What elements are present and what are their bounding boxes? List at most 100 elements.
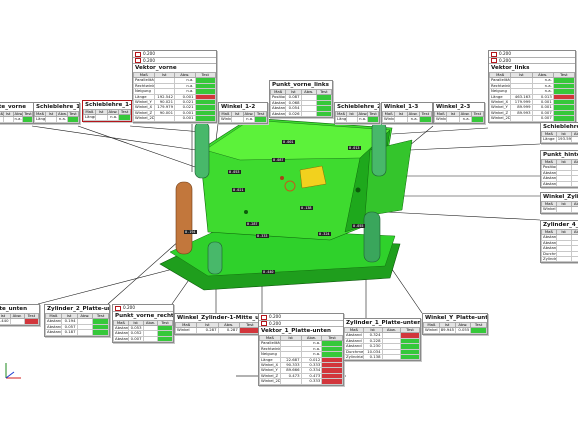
row-actual xyxy=(510,115,533,122)
column-header-test: Test xyxy=(67,110,79,118)
row-deviation: n.a. xyxy=(356,116,369,123)
table-row: Abstand 3D0.053 xyxy=(113,324,173,332)
label-title: Punkt_vorne_rechts xyxy=(115,312,173,319)
value-tag: 0.021 xyxy=(232,188,245,192)
status-cell xyxy=(254,116,267,123)
column-header-test: Test xyxy=(470,321,487,329)
row-actual: 89.945 xyxy=(438,327,456,334)
label-box-zylinder-2-platte-unten[interactable]: Zylinder_2_Platte-untenMaßIstAbw.TestAbs… xyxy=(44,304,110,337)
row-deviation xyxy=(570,206,578,213)
leader-line xyxy=(391,127,489,135)
row-actual xyxy=(446,116,460,123)
label-title: kte_vorne xyxy=(0,104,27,110)
row-label: Zylindrizität xyxy=(344,353,364,361)
row-label: Abstand X xyxy=(113,330,129,337)
row-label: Abstand X xyxy=(344,337,364,345)
row-label: Länge xyxy=(34,116,46,123)
label-box-winkel-zylinder-1-mitte-unten[interactable]: Winkel_Zylinder-1-Mitte_untenMaßIstAbw.T… xyxy=(174,313,262,335)
label-box-schieblehre-r[interactable]: Schieblehre_RMaßIstAbw.TestLänge193.590 xyxy=(540,122,578,144)
column-header-abw: Abw. xyxy=(570,200,578,208)
status-cell xyxy=(470,327,487,334)
tolerance-value: 0.200 xyxy=(143,51,155,56)
label-box-winkel-y-platte-unten[interactable]: Winkel_Y_Platte-untenMaßIstAbw.TestWinke… xyxy=(422,313,488,335)
leader-line xyxy=(409,143,541,151)
status-cell xyxy=(118,114,131,121)
scan-point xyxy=(355,187,361,193)
row-label: Winkel_X xyxy=(488,98,512,106)
row-actual xyxy=(555,180,572,188)
tolerance-icon xyxy=(491,58,497,63)
row-actual: 0.007 xyxy=(127,335,144,343)
value-tag: 0.001 xyxy=(282,140,295,144)
column-header-test: Test xyxy=(92,312,109,320)
label-title: Vektor_vorne xyxy=(135,65,177,71)
row-label: Abstand Y xyxy=(541,245,557,252)
row-label: Parallelität xyxy=(488,77,512,84)
row-label: Abstand Z xyxy=(269,110,287,118)
column-header-mass: Maß xyxy=(113,319,129,326)
scan-point xyxy=(284,180,296,192)
label-title: Winkel_1-3 xyxy=(384,104,419,110)
row-deviation xyxy=(9,318,25,325)
row-label: Winkel_X xyxy=(133,104,155,111)
row-label: Abstand X xyxy=(269,99,287,107)
table-row: Winkel xyxy=(541,206,578,213)
pillar-copper xyxy=(175,181,193,255)
label-box-schieblehre-1-4[interactable]: Schieblehre_1-4MaßIstAbw.TestLängen.a. xyxy=(33,102,80,124)
tolerance-line: 0.200 xyxy=(489,51,575,58)
row-actual: 193.590 xyxy=(555,136,572,143)
row-label: Winkel_2D xyxy=(488,115,512,122)
table-row: Zylindrizität xyxy=(541,255,578,263)
row-label: Winkel_Y xyxy=(133,98,155,106)
value-tag: 0.138 xyxy=(300,206,313,210)
table-row: Winkeln.a. xyxy=(381,116,433,123)
row-actual: 0.138 xyxy=(362,353,383,361)
row-label: Winkel_Z xyxy=(488,109,512,117)
row-actual xyxy=(230,116,244,123)
scan-point xyxy=(244,210,248,214)
label-title: Schieblehre_1-2 xyxy=(85,102,131,108)
column-header-test: Test xyxy=(157,319,173,326)
row-label: Abstand X xyxy=(45,323,62,331)
tolerance-icon xyxy=(261,321,267,326)
column-header-abw: Abw. xyxy=(570,130,578,138)
row-label: Winkel_Z xyxy=(259,372,281,380)
label-title: Zylinder_4_Pl xyxy=(543,222,578,228)
green-model[interactable] xyxy=(159,117,413,377)
leader-line xyxy=(107,239,181,305)
row-label: Abstand Y xyxy=(344,343,364,350)
status-cell xyxy=(418,116,433,123)
label-title: Vektor_links xyxy=(491,65,530,71)
label-box-punkt-hinten[interactable]: Punkt_hintenMaßIstAbw.TestPositionAbstan… xyxy=(540,150,578,189)
leader-line xyxy=(31,125,197,151)
